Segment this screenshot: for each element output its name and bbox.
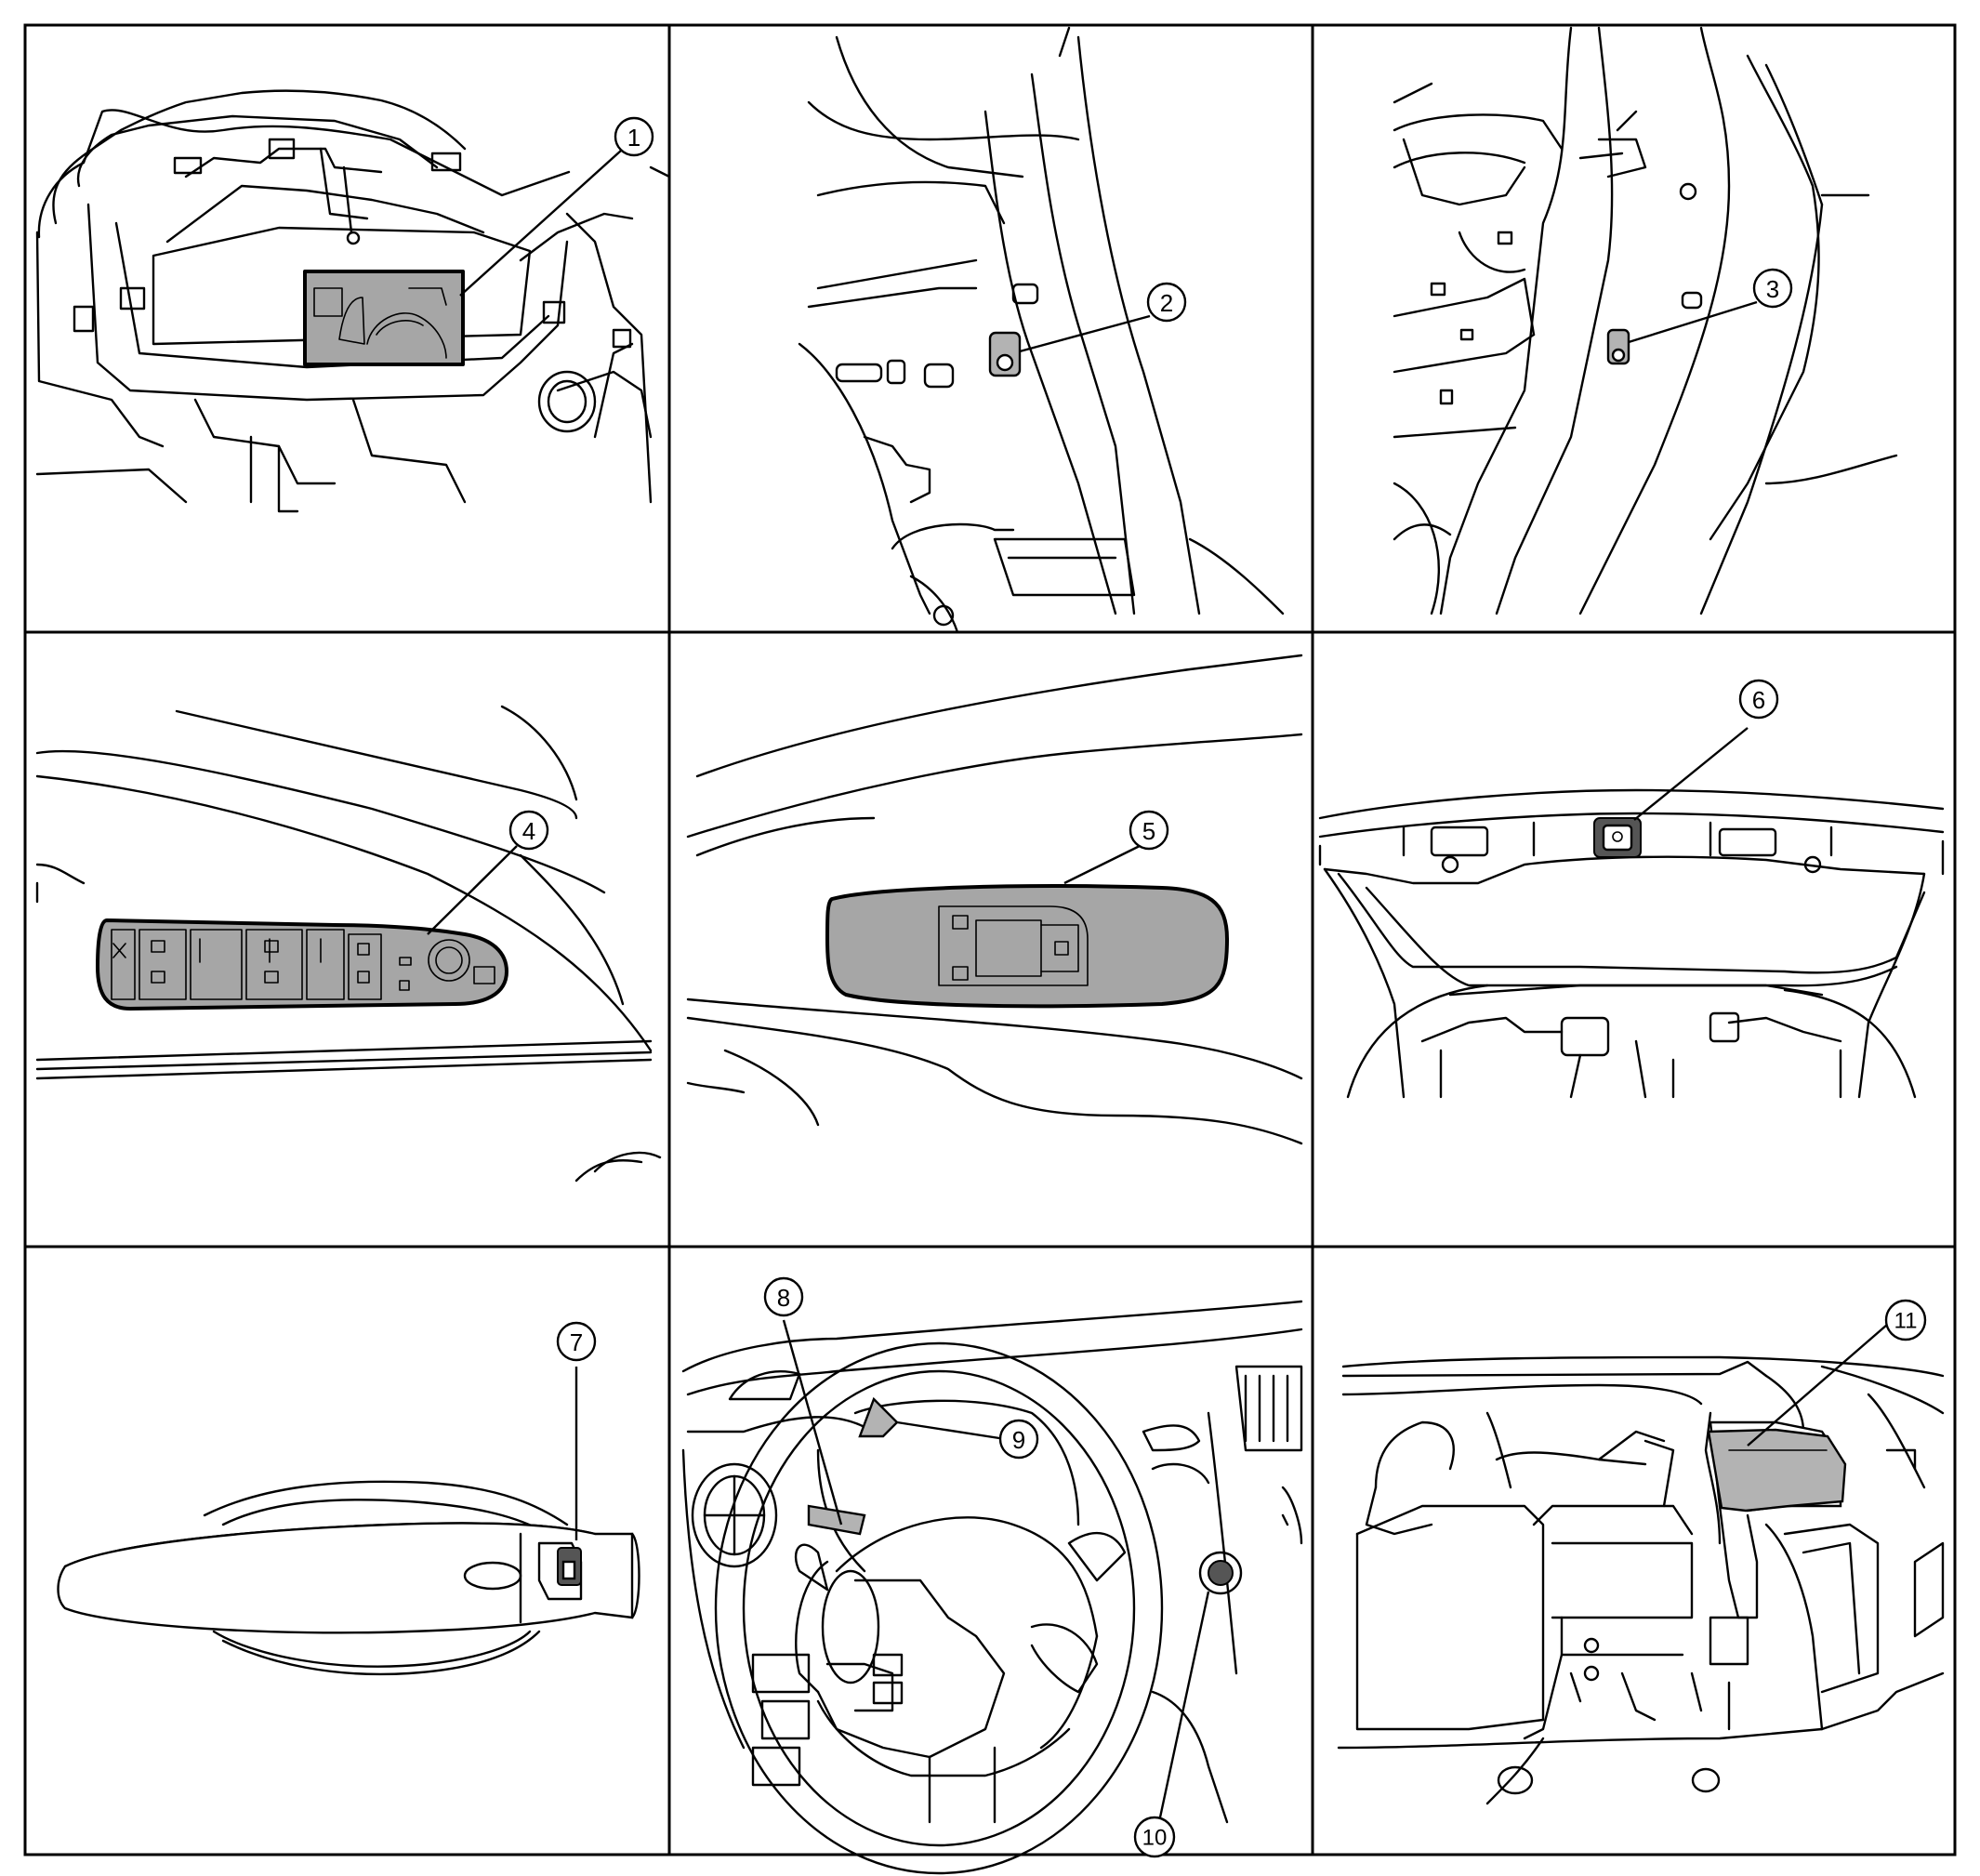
callout-2-label: 2: [1160, 289, 1173, 317]
panel-back-door: [1318, 727, 1945, 1099]
panel-engine-room: [1337, 1324, 1945, 1805]
callout-10-label: 10: [1142, 1826, 1168, 1851]
callout-3-label: 3: [1766, 275, 1779, 303]
callout-7-label: 7: [570, 1328, 583, 1356]
panel-rear-door: [1393, 26, 1898, 615]
callout-2: 2: [1146, 282, 1187, 323]
callout-8: 8: [763, 1276, 804, 1317]
callout-11: 11: [1884, 1299, 1927, 1341]
callout-11-label: 11: [1894, 1309, 1918, 1334]
callout-4: 4: [508, 810, 549, 851]
callout-9-label: 9: [1012, 1426, 1025, 1454]
callout-1-label: 1: [627, 124, 640, 152]
panel-steering: [681, 1300, 1303, 1875]
callout-1: 1: [614, 116, 654, 157]
panel-grid: [23, 23, 1957, 1856]
callout-8-label: 8: [777, 1284, 790, 1312]
panel-door-handle: [57, 1367, 640, 1676]
callout-3: 3: [1752, 268, 1793, 309]
callout-6: 6: [1738, 679, 1779, 720]
panel-instrument-panel: [35, 89, 671, 513]
panel-passenger-window-switch: [686, 654, 1303, 1145]
callout-6-label: 6: [1752, 686, 1765, 714]
callout-10: 10: [1133, 1816, 1176, 1858]
callout-5-label: 5: [1142, 817, 1155, 845]
panel-driver-window-switch: [35, 705, 662, 1182]
callout-9: 9: [998, 1419, 1039, 1460]
callout-4-label: 4: [522, 817, 535, 845]
callout-5: 5: [1129, 810, 1169, 851]
panel-front-door: [798, 26, 1285, 634]
callout-7: 7: [556, 1321, 597, 1362]
